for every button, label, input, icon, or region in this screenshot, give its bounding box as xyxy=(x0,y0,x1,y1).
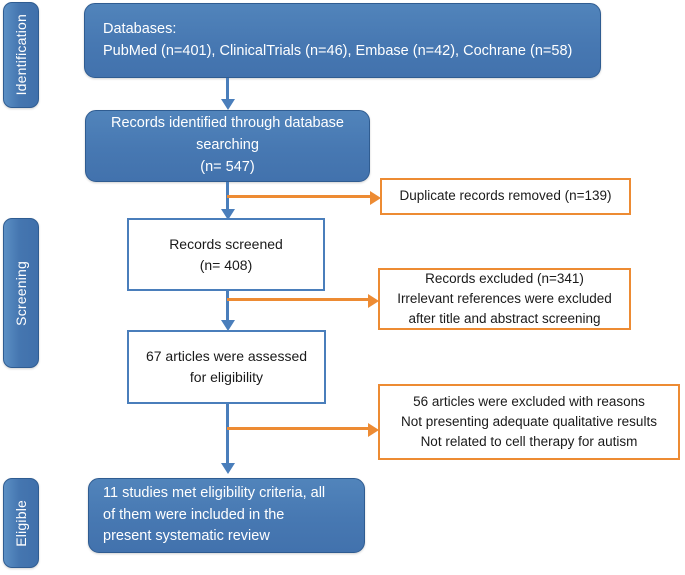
stage-tab-screening-label: Screening xyxy=(13,260,29,326)
node-articles-excluded-line-3: Not related to cell therapy for autism xyxy=(420,434,638,450)
arrow-right-icon-duplicates-removed xyxy=(370,191,381,205)
stage-tab-identification-label: Identification xyxy=(13,14,29,96)
connector-databases-to-records-identified xyxy=(226,78,229,102)
node-articles-assessed-line-2: for eligibility xyxy=(189,369,264,385)
connector-to-duplicates-removed xyxy=(227,195,373,198)
node-articles-assessed-line-1: 67 articles were assessed xyxy=(145,348,308,364)
node-databases-line-2: PubMed (n=401), ClinicalTrials (n=46), E… xyxy=(103,42,573,59)
arrow-down-icon-records-identified xyxy=(221,209,235,220)
arrow-down-icon-databases xyxy=(221,99,235,110)
node-articles-excluded-line-2: Not presenting adequate qualitative resu… xyxy=(401,413,657,429)
node-records-identified-line-3: (n= 547) xyxy=(200,158,255,175)
node-articles-excluded: 56 articles were excluded with reasons N… xyxy=(378,384,680,460)
connector-articles-assessed-to-included xyxy=(226,404,229,469)
node-articles-assessed: 67 articles were assessed for eligibilit… xyxy=(127,330,326,404)
node-records-identified-line-2: searching xyxy=(196,137,259,154)
node-databases-line-1: Databases: xyxy=(103,20,177,37)
node-included-studies-line-1: 11 studies met eligibility criteria, all xyxy=(103,484,326,501)
node-records-excluded-line-3: after title and abstract screening xyxy=(408,311,601,327)
node-included-studies: 11 studies met eligibility criteria, all… xyxy=(88,478,365,553)
node-records-screened-line-2: (n= 408) xyxy=(199,256,253,273)
connector-records-identified-to-records-screened xyxy=(226,182,229,214)
stage-tab-eligible-label: Eligible xyxy=(13,499,29,547)
node-duplicates-removed: Duplicate records removed (n=139) xyxy=(380,178,631,215)
node-records-excluded-line-1: Records excluded (n=341) xyxy=(425,270,584,286)
node-records-identified-line-1: Records identified through database xyxy=(111,115,344,132)
node-records-screened: Records screened (n= 408) xyxy=(127,218,325,291)
node-records-identified: Records identified through database sear… xyxy=(85,110,370,182)
node-records-excluded-line-2: Irrelevant references were excluded xyxy=(397,290,612,306)
node-records-screened-line-1: Records screened xyxy=(169,235,283,252)
node-included-studies-line-3: present systematic review xyxy=(103,528,270,545)
arrow-down-icon-records-screened xyxy=(221,320,235,331)
connector-to-articles-excluded xyxy=(227,427,371,430)
arrow-right-icon-articles-excluded xyxy=(368,423,379,437)
arrow-right-icon-records-excluded xyxy=(368,294,379,308)
arrow-down-icon-articles-assessed xyxy=(221,463,235,474)
node-records-excluded: Records excluded (n=341) Irrelevant refe… xyxy=(378,268,631,330)
connector-records-screened-to-articles-assessed xyxy=(226,291,229,326)
stage-tab-eligible: Eligible xyxy=(3,478,39,568)
node-included-studies-line-2: of them were included in the xyxy=(103,506,285,523)
connector-to-records-excluded xyxy=(227,298,371,301)
stage-tab-identification: Identification xyxy=(3,2,39,108)
node-duplicates-removed-line-1: Duplicate records removed (n=139) xyxy=(399,188,612,204)
stage-tab-screening: Screening xyxy=(3,218,39,368)
node-articles-excluded-line-1: 56 articles were excluded with reasons xyxy=(413,393,645,409)
node-databases: Databases: PubMed (n=401), ClinicalTrial… xyxy=(84,3,601,78)
